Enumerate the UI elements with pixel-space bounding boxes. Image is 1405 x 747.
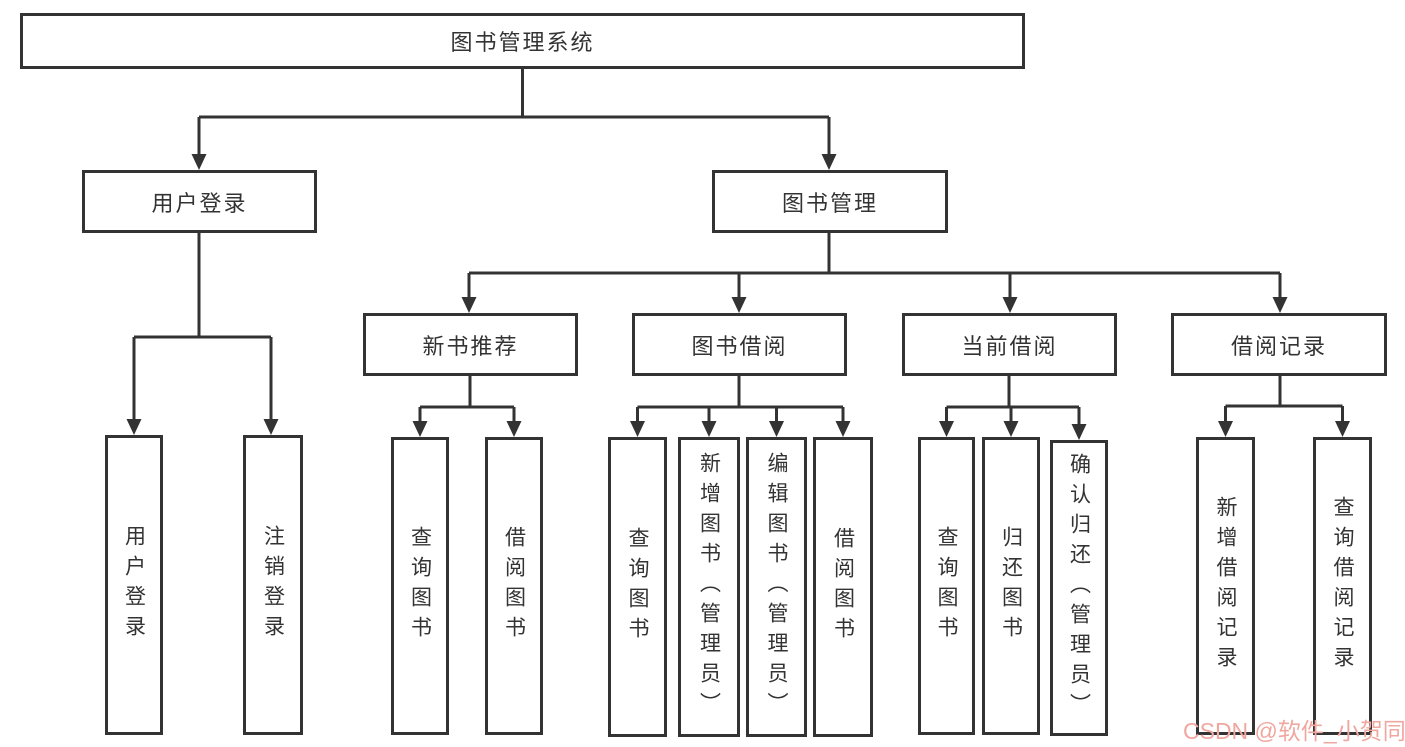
node-borrow-records: 借阅记录 bbox=[1171, 313, 1387, 376]
leaf-borrow-books-recommend: 借阅图书 bbox=[485, 437, 543, 735]
leaf-edit-books-admin: 编辑图书（管理员） bbox=[746, 437, 807, 737]
leaf-logout-label: 注销登录 bbox=[261, 525, 285, 645]
node-book-borrow-label: 图书借阅 bbox=[691, 333, 788, 359]
leaf-confirm-return-admin: 确认归还（管理员） bbox=[1050, 440, 1108, 736]
leaf-borrow-books: 借阅图书 bbox=[813, 437, 873, 737]
leaf-add-books-admin-label: 新增图书（管理员） bbox=[697, 452, 721, 722]
leaf-add-books-admin: 新增图书（管理员） bbox=[678, 437, 740, 737]
leaf-query-borrow-record: 查询借阅记录 bbox=[1313, 437, 1372, 735]
node-borrow-records-label: 借阅记录 bbox=[1230, 333, 1327, 359]
leaf-user-login: 用户登录 bbox=[105, 435, 163, 735]
leaf-query-books-borrow: 查询图书 bbox=[608, 437, 667, 737]
leaf-query-books-borrow-label: 查询图书 bbox=[626, 527, 649, 647]
leaf-confirm-return-admin-label: 确认归还（管理员） bbox=[1067, 453, 1091, 723]
leaf-query-books-recommend-label: 查询图书 bbox=[408, 526, 432, 646]
node-book-management: 图书管理 bbox=[712, 170, 948, 233]
leaf-borrow-books-recommend-label: 借阅图书 bbox=[502, 526, 526, 646]
leaf-logout: 注销登录 bbox=[243, 435, 303, 735]
node-book-management-label: 图书管理 bbox=[781, 190, 878, 216]
leaf-user-login-label: 用户登录 bbox=[122, 525, 146, 645]
leaf-return-books: 归还图书 bbox=[982, 437, 1040, 735]
node-library-system-label: 图书管理系统 bbox=[450, 30, 595, 55]
watermark: CSDN @软件_小贺同学 bbox=[1183, 718, 1405, 744]
node-book-borrow: 图书借阅 bbox=[632, 313, 847, 376]
node-current-borrow: 当前借阅 bbox=[902, 313, 1117, 376]
node-user-login-label: 用户登录 bbox=[151, 190, 248, 216]
leaf-add-borrow-record: 新增借阅记录 bbox=[1196, 437, 1255, 735]
leaf-add-borrow-record-label: 新增借阅记录 bbox=[1214, 496, 1237, 676]
node-current-borrow-label: 当前借阅 bbox=[961, 333, 1058, 359]
node-user-login: 用户登录 bbox=[82, 170, 317, 233]
leaf-query-books-recommend: 查询图书 bbox=[391, 437, 449, 735]
leaf-query-borrow-record-label: 查询借阅记录 bbox=[1331, 496, 1354, 676]
leaf-query-books-current-label: 查询图书 bbox=[935, 526, 958, 646]
node-new-book-recommend-label: 新书推荐 bbox=[422, 333, 519, 359]
leaf-borrow-books-label: 借阅图书 bbox=[831, 527, 855, 647]
leaf-return-books-label: 归还图书 bbox=[999, 526, 1023, 646]
node-new-book-recommend: 新书推荐 bbox=[363, 313, 578, 376]
leaf-edit-books-admin-label: 编辑图书（管理员） bbox=[765, 452, 788, 722]
node-library-system: 图书管理系统 bbox=[20, 13, 1025, 69]
leaf-query-books-current: 查询图书 bbox=[918, 437, 975, 735]
